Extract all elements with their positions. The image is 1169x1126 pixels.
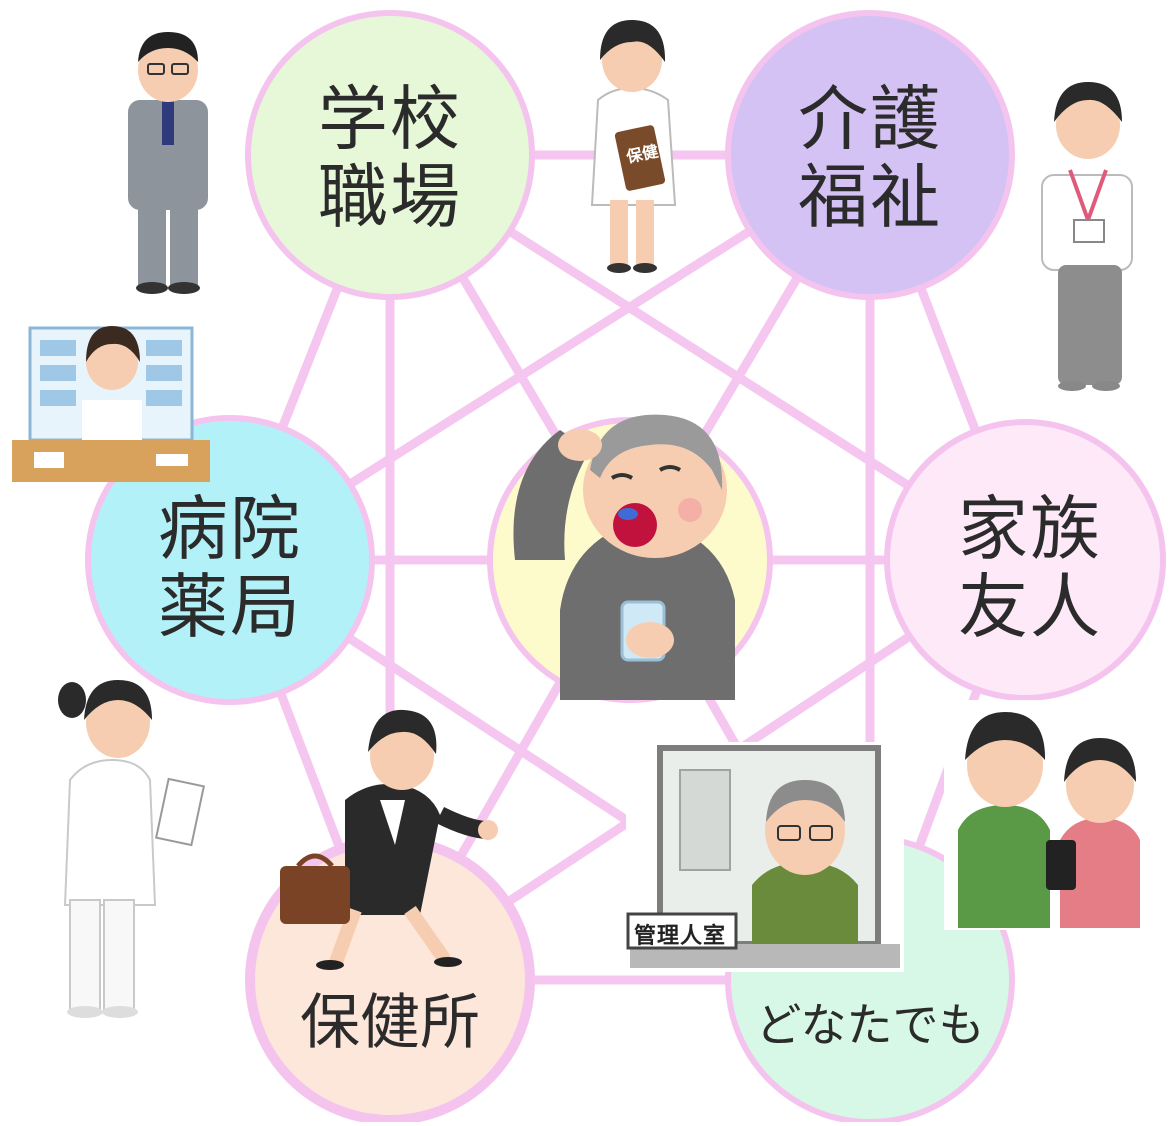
- label-anyone: どなたでも: [755, 998, 985, 1052]
- manager-room-sign: 管理人室: [634, 924, 727, 949]
- pharmacist-illustration: [12, 326, 210, 482]
- businesswoman-illustration: [280, 709, 498, 970]
- label-family-friends: 家族 友人: [958, 488, 1102, 649]
- node-hospital-pharmacy: [85, 415, 375, 705]
- care-worker-illustration: [1041, 82, 1133, 391]
- nurse-illustration: [58, 680, 206, 1018]
- label-health-center: 保健所: [300, 988, 480, 1058]
- office-worker-illustration: [128, 32, 208, 294]
- node-family-friends: [884, 419, 1166, 701]
- label-hospital-pharmacy: 病院 薬局: [158, 488, 302, 649]
- label-care-welfare: 介護 福祉: [798, 78, 942, 239]
- node-care-welfare: [725, 10, 1015, 300]
- elderly-man-illustration: [513, 414, 735, 700]
- label-school-work: 学校 職場: [318, 78, 462, 239]
- health-nurse-illustration: 保健: [590, 20, 677, 273]
- family-phone-illustration: [944, 700, 1169, 930]
- manager-office-illustration: [626, 742, 904, 972]
- node-school-work: [245, 10, 535, 300]
